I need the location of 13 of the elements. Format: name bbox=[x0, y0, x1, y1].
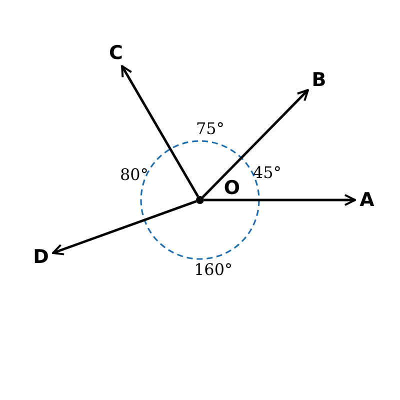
point-label: O bbox=[223, 178, 241, 198]
point-label: D bbox=[32, 247, 50, 267]
angle-label: 45° bbox=[253, 164, 282, 182]
arrow bbox=[202, 89, 309, 198]
angle-label: 160° bbox=[194, 261, 233, 279]
arrow bbox=[204, 194, 356, 206]
point-label: C bbox=[107, 43, 125, 63]
arrow bbox=[120, 65, 200, 198]
point-label: B bbox=[310, 70, 328, 90]
arrow bbox=[52, 200, 197, 256]
point-label: A bbox=[358, 190, 376, 210]
angle-label: 75° bbox=[196, 120, 224, 138]
angle-label: 80° bbox=[120, 166, 148, 184]
